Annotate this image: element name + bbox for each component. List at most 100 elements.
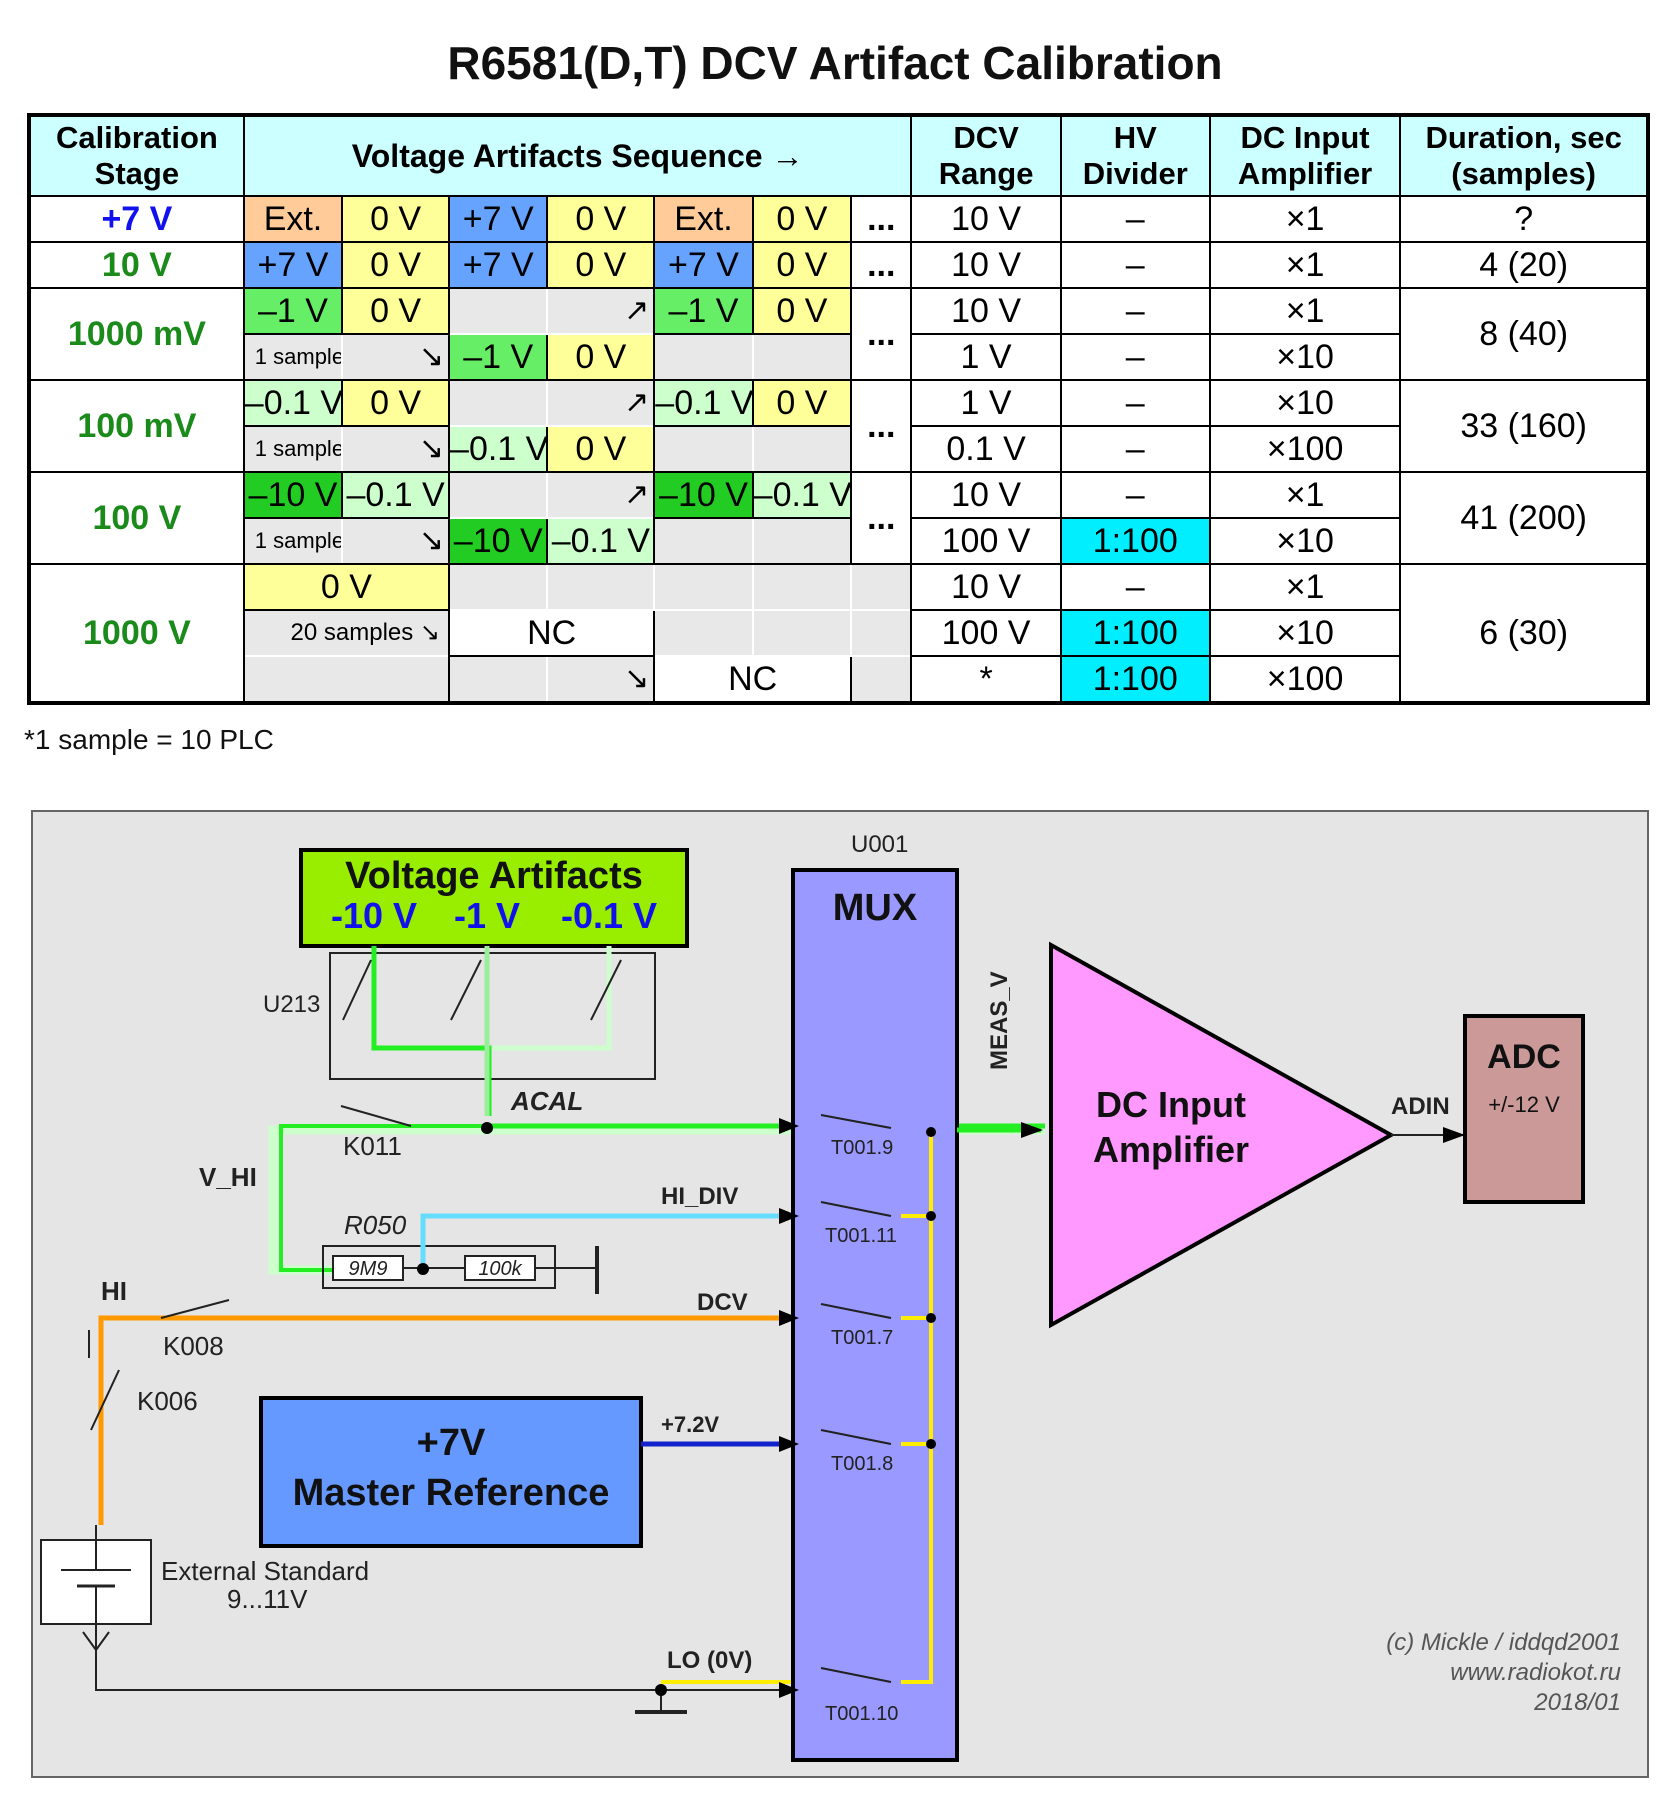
sample-note: 1 sample <box>242 334 343 381</box>
ref-line2: Master Reference <box>293 1472 610 1514</box>
hv-cell: – <box>1059 563 1211 611</box>
table-row: ↘ NC * 1:100 ×100 <box>29 655 1648 704</box>
voltage-artifacts-title: Voltage Artifacts <box>345 855 643 897</box>
range-cell: 100 V <box>910 517 1062 565</box>
master-reference-box <box>259 1396 643 1548</box>
dc-input-amplifier <box>1049 941 1396 1329</box>
arrow-down-icon: ↘ <box>418 340 445 373</box>
res1-label: 9M9 <box>349 1258 388 1280</box>
table-row: 100 V –10 V –0.1 V ↗ –10 V –0.1 V ... 10… <box>28 471 1649 565</box>
amp-cell: ×10 <box>1208 517 1402 565</box>
seq-cell: –10 V <box>448 517 549 565</box>
seq-empty <box>547 563 655 610</box>
seq-cell: 0 V <box>546 425 656 473</box>
meas-v-label: MEAS_V <box>986 971 1013 1070</box>
adin-label: ADIN <box>1391 1093 1450 1120</box>
range-cell: 10 V <box>910 471 1062 519</box>
seq-empty <box>654 563 753 610</box>
seq-empty <box>448 287 548 334</box>
acal-label: ACAL <box>510 1086 583 1116</box>
junction-dot <box>926 1127 936 1137</box>
stage-label: 10 V <box>28 241 245 289</box>
ref-line1: +7V <box>417 1422 486 1464</box>
arrow-t8-icon <box>779 1436 799 1452</box>
arrow-up-icon: ↗ <box>624 294 650 327</box>
switch-k011 <box>340 1105 412 1127</box>
amp-cell: ×10 <box>1208 333 1402 381</box>
switch-u213-a <box>342 959 372 1021</box>
seq-cell: 0 V <box>341 195 451 243</box>
seq-cell: 0 V <box>546 241 656 289</box>
sample-note: 1 sample <box>242 518 343 565</box>
seq-cell: 0 V <box>546 333 656 381</box>
nc-cell: NC <box>448 609 656 657</box>
hv-cell: – <box>1059 471 1211 519</box>
seq-cell: +7 V <box>448 195 549 243</box>
junction-dot <box>926 1313 936 1323</box>
seq-empty <box>653 610 753 656</box>
table-row: 1 sample ↘ –0.1 V 0 V 0.1 V – ×100 <box>29 425 1648 473</box>
seq-cell: Ext. <box>653 195 754 243</box>
range-cell: 10 V <box>910 241 1062 289</box>
seq-empty <box>653 334 753 381</box>
calibration-table-wrap: Calibration Stage Voltage Artifacts Sequ… <box>27 113 1650 705</box>
header-range: DCV Range <box>910 114 1062 197</box>
switch-t11 <box>820 1201 892 1217</box>
t7-label: T001.7 <box>831 1327 893 1349</box>
sample-note: 1 sample <box>242 426 343 473</box>
hv-cell: – <box>1059 195 1211 243</box>
amp-cell: ×100 <box>1208 655 1402 704</box>
seq-cell: –0.1 V <box>341 471 451 519</box>
stage-label: 1000 V <box>28 563 245 704</box>
samples-label: 20 samples <box>290 619 414 646</box>
table-row: 1000 V 0 V 10 V – ×1 6 (30) <box>28 563 1649 704</box>
amp-cell: ×10 <box>1208 609 1402 657</box>
seq-cell: 0 V <box>341 379 451 427</box>
switch-t8 <box>820 1429 892 1445</box>
switch-k008 <box>160 1299 230 1319</box>
junction-dot <box>926 1211 936 1221</box>
arrow-t9-icon <box>779 1118 799 1134</box>
seq-empty <box>752 563 852 610</box>
seq-cell: –0.1 V <box>751 471 853 519</box>
arrow-t11-icon <box>779 1208 799 1224</box>
seq-cell: –10 V <box>242 471 344 519</box>
seq-cell: +7 V <box>242 241 344 289</box>
switch-t7 <box>820 1303 892 1319</box>
hv-cell: 1:100 <box>1059 517 1211 565</box>
range-cell: 10 V <box>910 287 1062 335</box>
adc-box <box>1463 1014 1585 1204</box>
duration-cell: 33 (160) <box>1399 379 1649 473</box>
seq-cell: –1 V <box>653 287 754 335</box>
duration-cell: 41 (200) <box>1399 471 1649 565</box>
calibration-table: Calibration Stage Voltage Artifacts Sequ… <box>27 113 1650 705</box>
seq-empty <box>653 518 753 565</box>
seq-more: ... <box>850 471 913 565</box>
seq-cell: Ext. <box>242 195 344 243</box>
junction-dot <box>417 1263 429 1275</box>
seq-cell: 0 V <box>341 241 451 289</box>
circuit-diagram: U213 Voltage Artifacts -10 V -1 V -0.1 V… <box>31 810 1649 1783</box>
seq-cell: +7 V <box>448 241 549 289</box>
table-row: 100 mV –0.1 V 0 V ↗ –0.1 V 0 V ... 1 V –… <box>28 379 1649 473</box>
amp-line1: DC Input <box>1096 1084 1246 1125</box>
ref-volt-label: +7.2V <box>661 1412 719 1437</box>
duration-cell: 6 (30) <box>1399 563 1649 704</box>
amp-cell: ×1 <box>1208 287 1402 335</box>
junction-dot <box>655 1684 667 1696</box>
hv-cell: – <box>1059 333 1211 381</box>
t9-label: T001.9 <box>831 1137 893 1159</box>
range-cell: 1 V <box>910 379 1062 427</box>
artifact-minus1: -1 V <box>454 895 520 936</box>
arrow-t10-icon <box>779 1682 799 1698</box>
artifact-minus01: -0.1 V <box>561 895 657 936</box>
table-row: +7 V Ext. 0 V +7 V 0 V Ext. 0 V ... 10 V… <box>28 195 1649 243</box>
switch-t10 <box>820 1667 892 1683</box>
switch-u213-b <box>450 959 482 1021</box>
header-hv: HV Divider <box>1059 114 1211 197</box>
duration-cell: 4 (20) <box>1399 241 1649 289</box>
seq-more: ... <box>850 195 913 243</box>
duration-cell: ? <box>1399 195 1649 243</box>
table-row: 1 sample ↘ –10 V –0.1 V 100 V 1:100 ×10 <box>29 517 1648 565</box>
arrow-t7-icon <box>779 1310 799 1326</box>
